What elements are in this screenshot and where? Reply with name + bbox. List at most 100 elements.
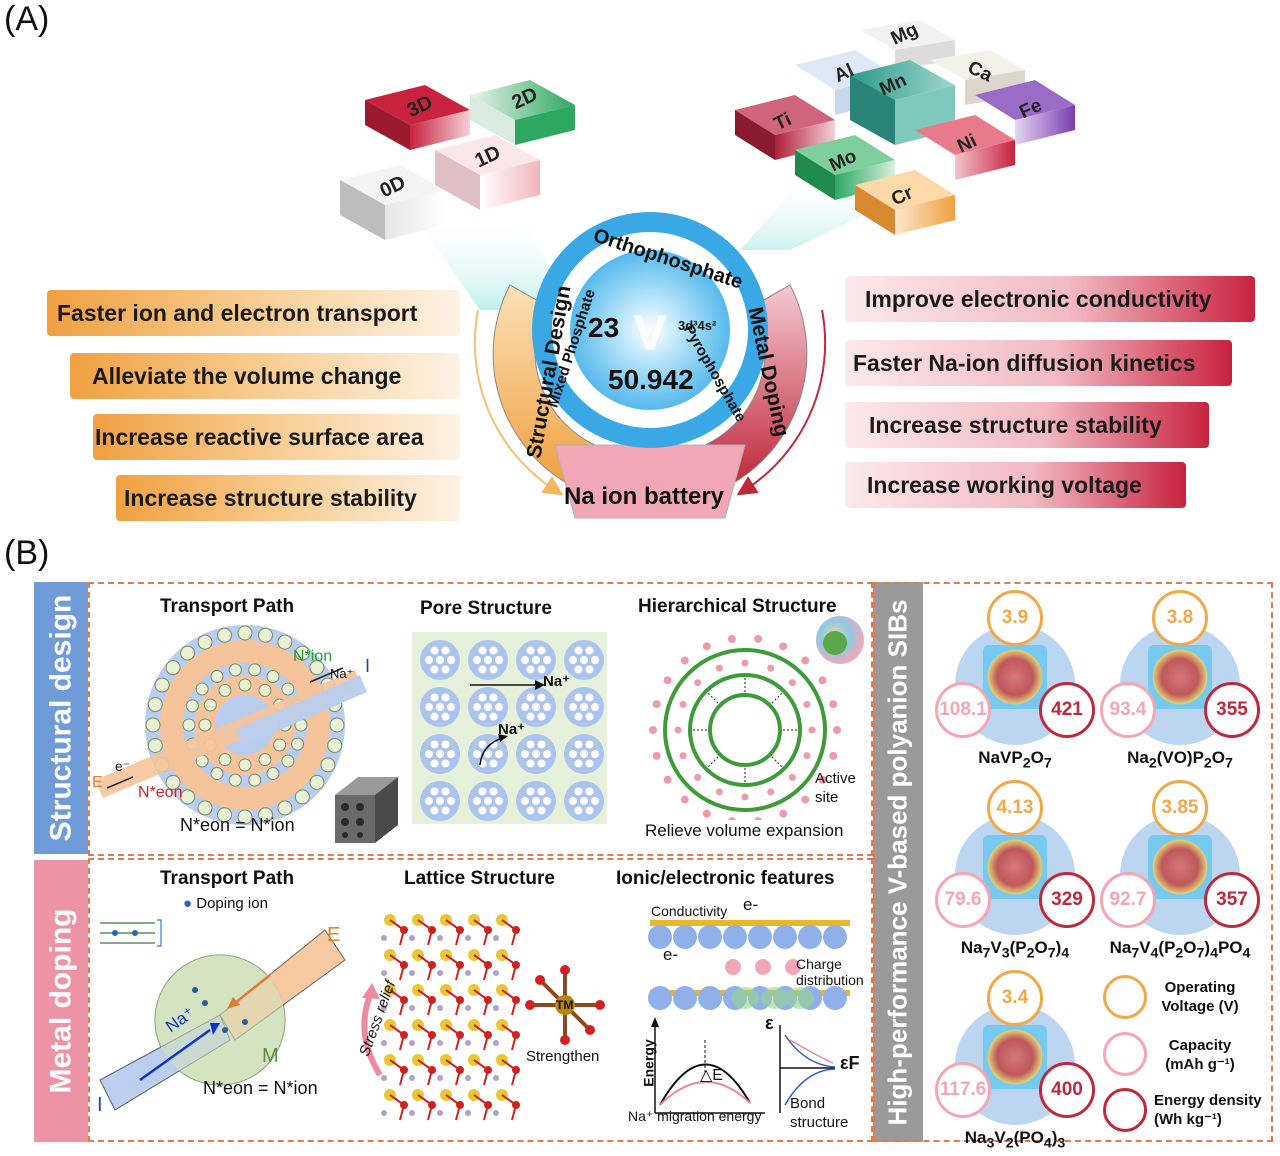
structural-equation: N*eon = N*ion	[180, 815, 295, 835]
material-structure	[983, 645, 1047, 709]
voltage-value: 3.4	[1001, 987, 1029, 1008]
capacity-value: 117.6	[939, 1079, 987, 1100]
capacity-value: 108.1	[939, 699, 987, 720]
block-ti-label: Ti	[771, 109, 795, 135]
panel-b-label: (B)	[4, 534, 50, 572]
material-structure	[1148, 835, 1212, 899]
legend-energy-circle	[1103, 1088, 1147, 1132]
doping-e-label: E	[327, 924, 341, 946]
energy-circle: 355	[1204, 682, 1260, 738]
energy-value: 400	[1051, 1079, 1083, 1100]
voltage-value: 4.13	[996, 797, 1034, 818]
energy-circle: 400	[1039, 1062, 1095, 1118]
dopant-blocks: Mg Al Ca Mn Ti Fe Mo Ni Cr	[735, 20, 1075, 250]
doping-transport-diagram	[99, 919, 346, 1111]
left-benefit-3: Increase reactive surface area	[93, 414, 460, 460]
metal-doping-box	[88, 858, 873, 1142]
atomic-mass: 50.942	[608, 364, 694, 395]
legend-capacity-circle	[1103, 1032, 1147, 1076]
energy-circle: 329	[1039, 872, 1095, 928]
material-name: Na2(VO)P2O7	[1127, 748, 1233, 772]
capacity-circle: 92.7	[1100, 872, 1156, 928]
structural-design-box	[88, 582, 873, 856]
structural-na-plus: Na⁺	[330, 666, 354, 681]
doping-i-label: I	[97, 1094, 103, 1116]
migration-energy-label: Na⁺ migration energy	[628, 1108, 762, 1124]
right-benefit-2: Faster Na-ion diffusion kinetics	[845, 340, 1232, 386]
vanadium-symbol: V	[633, 305, 667, 361]
left-benefit-2: Alleviate the volume change	[70, 353, 460, 399]
energy-axis-label: Energy	[640, 1039, 657, 1087]
right-benefit-3: Increase structure stability	[845, 402, 1209, 448]
energy-value: 357	[1216, 889, 1248, 910]
structural-n-ion: N*ion	[293, 648, 333, 665]
structural-i-label: I	[365, 656, 371, 676]
doping-transport-title: Transport Path	[160, 868, 295, 889]
high-performance-box	[873, 582, 1273, 1142]
electron-config: 3d³4s²	[678, 318, 717, 333]
doping-equation: N*eon = N*ion	[203, 1078, 318, 1098]
doping-ion-legend: ● Doping ion	[183, 895, 268, 912]
legend-energy-label: Energy density (Wh kg⁻¹)	[1154, 1092, 1262, 1128]
doping-m-label: M	[262, 1045, 279, 1067]
voltage-circle: 3.85	[1152, 780, 1208, 836]
voltage-circle: 3.4	[987, 970, 1043, 1026]
e-minus-top: e-	[743, 895, 759, 914]
bond-structure-label: Bond structure	[790, 1095, 849, 1131]
energy-circle: 421	[1039, 682, 1095, 738]
voltage-circle: 4.13	[987, 780, 1043, 836]
capacity-circle: 93.4	[1100, 682, 1156, 738]
material-structure	[983, 1025, 1047, 1089]
ionic-electronic-diagram	[648, 920, 850, 1114]
conductivity-label: Conductivity	[651, 903, 728, 919]
pore-na-plus-1: Na⁺	[543, 673, 571, 690]
structural-transport-diagram	[95, 625, 367, 825]
capacity-circle: 108.1	[935, 682, 991, 738]
dimension-blocks: 3D 2D 0D 1D	[340, 80, 575, 310]
lattice-structure-title: Lattice Structure	[404, 868, 555, 889]
energy-value: 329	[1051, 889, 1083, 910]
energy-value: 421	[1051, 699, 1083, 720]
material-structure	[1148, 645, 1212, 709]
delta-e-label: △E	[700, 1067, 723, 1084]
left-benefit-1: Faster ion and electron transport	[47, 290, 460, 336]
pore-structure-diagram	[412, 632, 607, 824]
hierarchical-structure-diagram	[649, 616, 864, 820]
structural-design-tab: Structural design	[34, 582, 88, 854]
pore-na-plus-2: Na⁺	[498, 721, 526, 738]
capacity-value: 79.6	[944, 889, 982, 910]
tm-label: TM	[556, 998, 574, 1012]
hierarchical-structure-title: Hierarchical Structure	[638, 596, 837, 617]
panel-a-label: (A)	[4, 0, 50, 38]
energy-value: 355	[1216, 699, 1248, 720]
voltage-circle: 3.9	[987, 590, 1043, 646]
capacity-circle: 117.6	[935, 1062, 991, 1118]
material-structure	[983, 835, 1047, 899]
structural-transport-title: Transport Path	[160, 596, 295, 617]
relieve-volume-label: Relieve volume expansion	[645, 821, 844, 840]
strengthen-label: Strengthen	[526, 1048, 600, 1065]
high-performance-tab: High-performance V-based polyanion SIBs	[873, 582, 923, 1142]
charge-distribution-label: Charge distribution	[796, 956, 864, 988]
capacity-circle: 79.6	[935, 872, 991, 928]
ionic-electronic-title: Ionic/electronic features	[616, 868, 835, 889]
vanadium-center-graphic: V	[473, 212, 827, 519]
left-benefit-4: Increase structure stability	[116, 475, 460, 521]
material-name: NaVP2O7	[978, 748, 1052, 772]
epsilon-label: ε	[765, 1013, 774, 1033]
structural-e-label: E	[92, 774, 103, 791]
voltage-value: 3.8	[1166, 607, 1194, 628]
voltage-value: 3.85	[1161, 797, 1199, 818]
material-name: Na3V2(PO4)3	[964, 1128, 1066, 1152]
legend-voltage-label: Operating Voltage (V)	[1161, 979, 1239, 1015]
na-ion-battery-label: Na ion battery	[564, 483, 725, 510]
legend-capacity-label: Capacity (mAh g⁻¹)	[1165, 1037, 1235, 1073]
material-name: Na7V3(P2O7)4	[960, 938, 1070, 962]
voltage-value: 3.9	[1001, 607, 1029, 628]
voltage-circle: 3.8	[1152, 590, 1208, 646]
capacity-value: 92.7	[1109, 889, 1147, 910]
